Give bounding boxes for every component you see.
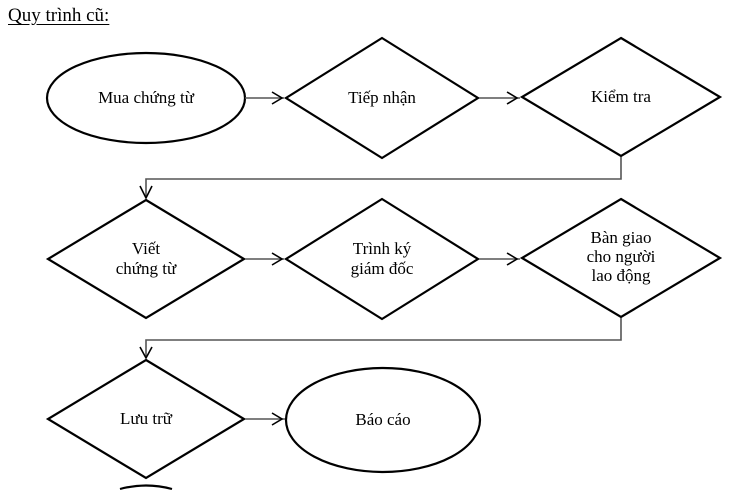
node-shape-luu-tru[interactable] <box>45 358 247 480</box>
connector-mua-chung-tu-to-tiep-nhan <box>245 91 284 105</box>
page-title: Quy trình cũ: <box>8 5 110 26</box>
node-shape-tiep-nhan[interactable] <box>283 36 481 160</box>
connector-viet-chung-tu-to-trinh-ky <box>245 252 284 266</box>
connector-trinh-ky-to-ban-giao <box>479 252 520 266</box>
connector-kiem-tra-to-viet-chung-tu <box>139 157 622 200</box>
node-shape-ban-giao-cho-nguoi-lao-dong[interactable] <box>519 197 723 319</box>
connector-luu-tru-to-bao-cao <box>245 412 285 426</box>
node-shape-viet-chung-tu[interactable] <box>45 198 247 320</box>
node-shape-trinh-ky-giam-doc[interactable] <box>283 197 481 321</box>
node-shape-mua-chung-tu[interactable] <box>45 51 247 145</box>
connector-ban-giao-to-luu-tru <box>139 318 622 360</box>
connector-luu-tru-to-offscreen <box>119 484 173 491</box>
node-shape-bao-cao[interactable] <box>284 366 482 474</box>
connector-tiep-nhan-to-kiem-tra <box>479 91 520 105</box>
node-shape-kiem-tra[interactable] <box>519 36 723 158</box>
